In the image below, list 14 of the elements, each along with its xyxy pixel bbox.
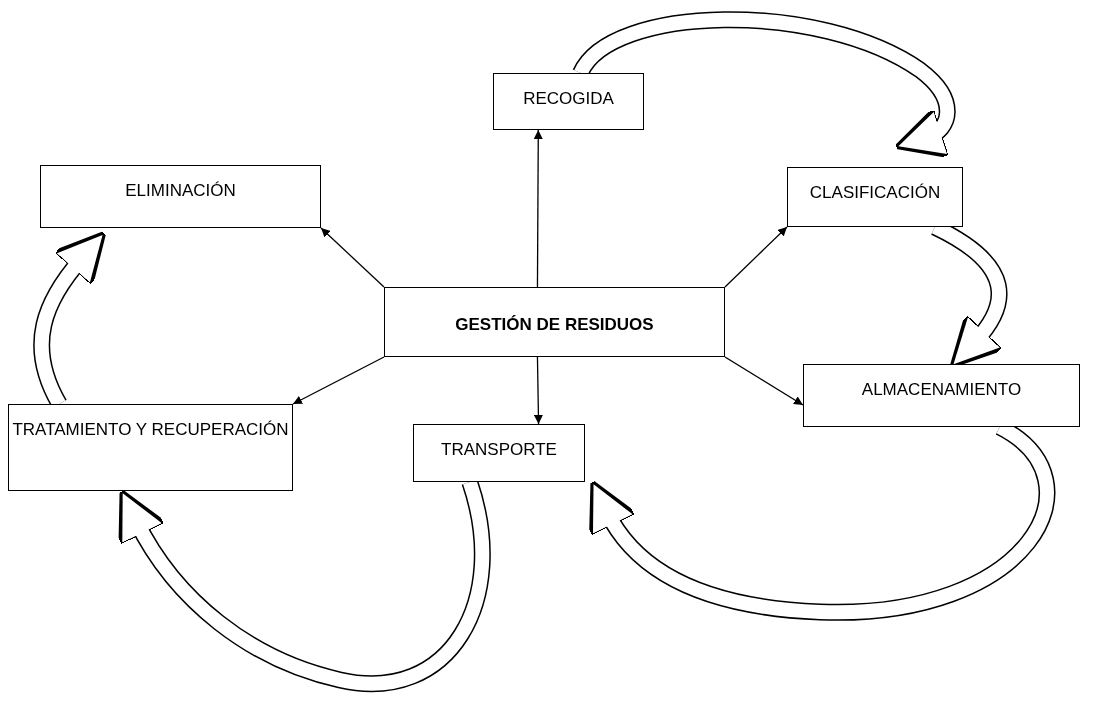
box-label: TRANSPORTE	[441, 439, 557, 461]
box-label: TRATAMIENTO Y RECUPERACIÓN	[12, 419, 289, 441]
process-box	[40, 165, 321, 228]
box-label: GESTIÓN DE RESIDUOS	[455, 314, 654, 336]
box-label: ALMACENAMIENTO	[861, 379, 1022, 401]
box-label: CLASIFICACIÓN	[809, 182, 941, 204]
box-label: RECOGIDA	[523, 88, 614, 110]
process-box	[493, 73, 644, 130]
process-box	[384, 287, 725, 357]
box-label: ELIMINACIÓN	[125, 180, 236, 202]
process-box	[413, 424, 585, 482]
process-box	[787, 167, 963, 227]
process-box	[8, 404, 293, 491]
process-box	[803, 364, 1080, 427]
